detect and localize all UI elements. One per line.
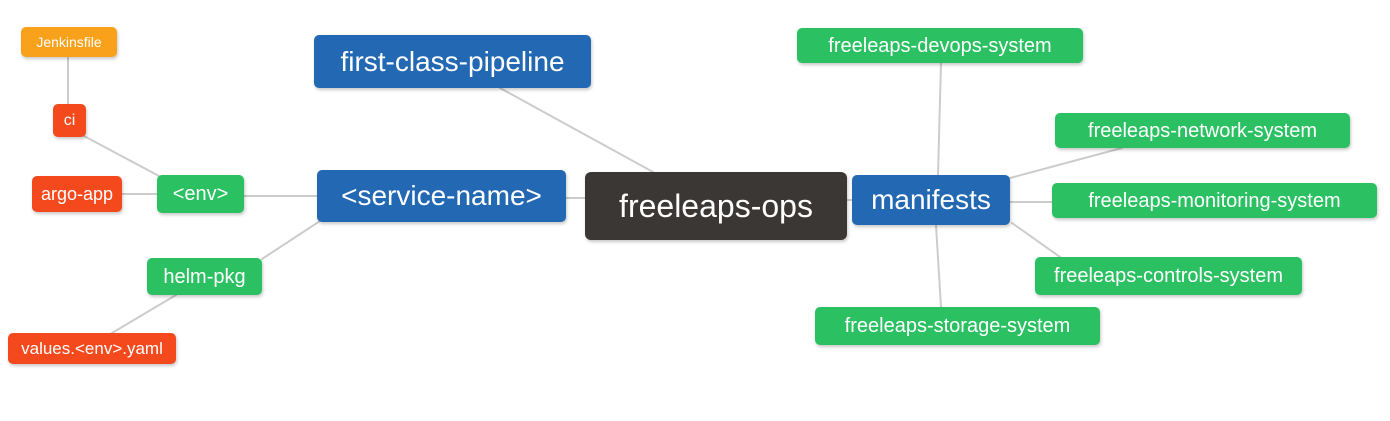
edge-helm-pkg-values-env-yaml — [111, 294, 177, 334]
edge-ci-env — [83, 135, 160, 177]
edge-first-class-pipeline-freeleaps-ops — [499, 87, 654, 173]
node-storage-system[interactable]: freeleaps-storage-system — [815, 307, 1100, 345]
edge-manifests-controls-system — [1011, 222, 1061, 258]
node-first-class-pipeline[interactable]: first-class-pipeline — [314, 35, 591, 88]
node-ci[interactable]: ci — [53, 104, 86, 137]
edge-manifests-storage-system — [935, 224, 942, 308]
node-jenkinsfile[interactable]: Jenkinsfile — [21, 27, 117, 57]
node-values-env-yaml[interactable]: values.<env>.yaml — [8, 333, 176, 364]
node-service-name[interactable]: <service-name> — [317, 170, 566, 222]
edge-manifests-devops-system — [937, 62, 942, 176]
edge-service-name-helm-pkg — [261, 220, 321, 260]
node-helm-pkg[interactable]: helm-pkg — [147, 258, 262, 295]
node-devops-system[interactable]: freeleaps-devops-system — [797, 28, 1083, 63]
node-env[interactable]: <env> — [157, 175, 244, 213]
node-argo-app[interactable]: argo-app — [32, 176, 122, 212]
node-network-system[interactable]: freeleaps-network-system — [1055, 113, 1350, 148]
node-manifests[interactable]: manifests — [852, 175, 1010, 225]
node-controls-system[interactable]: freeleaps-controls-system — [1035, 257, 1302, 295]
node-monitoring-system[interactable]: freeleaps-monitoring-system — [1052, 183, 1377, 218]
edge-manifests-network-system — [1009, 147, 1123, 179]
node-freeleaps-ops[interactable]: freeleaps-ops — [585, 172, 847, 240]
